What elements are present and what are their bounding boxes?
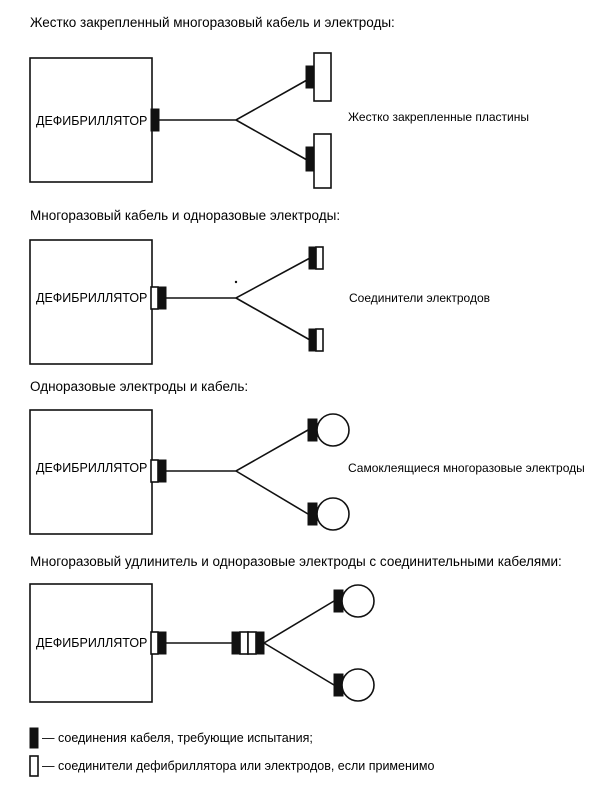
fixed-paddle-lower <box>313 133 332 189</box>
tested-connector-black <box>255 631 265 655</box>
tested-connector-black <box>150 108 160 132</box>
electrode-connector-white <box>315 246 324 270</box>
electrode-connector-white <box>315 328 324 352</box>
coupling-connector-white <box>247 631 257 655</box>
defibrillator-connector-white <box>150 631 159 655</box>
self-adhesive-electrode-lower <box>316 497 350 531</box>
tested-connector-black <box>157 286 167 310</box>
coupling-connector-white <box>239 631 249 655</box>
section-2-label: Соединители электродов <box>349 291 490 305</box>
section-reusable-cable: Многоразовый кабель и одноразовые электр… <box>29 208 490 365</box>
defibrillator-label: ДЕФИБРИЛЛЯТОР <box>36 461 147 475</box>
legend-black-swatch <box>29 727 39 749</box>
tested-connector-black <box>231 631 241 655</box>
defibrillator-box <box>29 57 153 183</box>
defibrillator-box <box>29 409 153 535</box>
tested-connector-black <box>157 459 167 483</box>
cable-lower <box>235 119 308 161</box>
cable-lower <box>235 297 311 341</box>
section-3-title: Одноразовые электроды и кабель: <box>30 379 248 394</box>
tested-connector-black <box>307 418 318 442</box>
self-adhesive-electrode-lower <box>341 668 375 702</box>
section-disposable-electrodes: Одноразовые электроды и кабель: ДЕФИБРИЛ… <box>29 379 585 535</box>
speck <box>234 280 238 284</box>
defibrillator-box <box>29 583 153 703</box>
tested-connector-black <box>308 328 317 352</box>
section-2-title: Многоразовый кабель и одноразовые электр… <box>30 208 340 223</box>
tested-connector-black <box>307 502 318 526</box>
legend-white-text: — соединители дефибриллятора или электро… <box>42 759 434 773</box>
cable-upper <box>263 600 335 644</box>
section-extension-cable: Многоразовый удлинитель и одноразовые эл… <box>29 554 562 703</box>
legend-white-swatch <box>29 755 39 777</box>
section-3-label: Самоклеящиеся многоразовые электроды <box>348 461 585 475</box>
section-1-title: Жестко закрепленный многоразовый кабель … <box>30 15 395 30</box>
section-1-label: Жестко закрепленные пластины <box>348 110 529 124</box>
defibrillator-label: ДЕФИБРИЛЛЯТОР <box>36 291 147 305</box>
tested-connector-black <box>308 246 317 270</box>
section-4-title: Многоразовый удлинитель и одноразовые эл… <box>30 554 562 569</box>
section-fixed-cable: Жестко закрепленный многоразовый кабель … <box>29 15 529 189</box>
cable-upper <box>166 257 311 299</box>
defibrillator-connector-white <box>150 286 159 310</box>
defibrillator-label: ДЕФИБРИЛЛЯТОР <box>36 636 147 650</box>
legend-black-text: — соединения кабеля, требующие испытания… <box>42 731 313 745</box>
cable-upper <box>166 429 309 472</box>
tested-connector-black <box>157 631 167 655</box>
cable-lower <box>263 642 335 686</box>
fixed-paddle-upper <box>313 52 332 102</box>
cable-lower <box>235 470 309 515</box>
self-adhesive-electrode-upper <box>316 413 350 447</box>
defibrillator-label: ДЕФИБРИЛЛЯТОР <box>36 114 147 128</box>
legend: — соединения кабеля, требующие испытания… <box>29 727 434 777</box>
cable-upper <box>159 79 308 121</box>
defibrillator-connector-white <box>150 459 159 483</box>
self-adhesive-electrode-upper <box>341 584 375 618</box>
